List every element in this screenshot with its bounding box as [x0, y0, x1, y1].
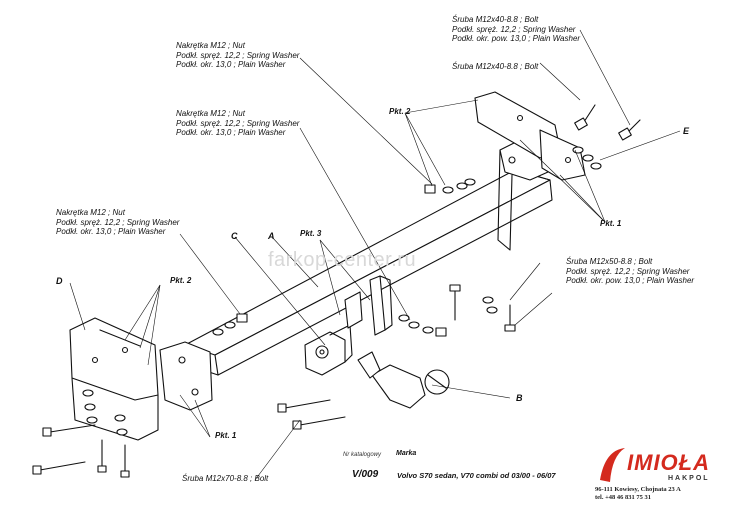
catalog-number-label: Nr katalogowy	[343, 452, 382, 458]
label-line: Śruba M12x40-8.8 ; Bolt	[452, 62, 539, 71]
label-line: Podkł. okr. pow. 13,0 ; Plain Washer	[566, 276, 695, 285]
address-line: tel. +48 46 831 75 31	[595, 493, 652, 501]
bolts-right	[449, 284, 516, 332]
pkt2-left: Pkt. 2	[170, 276, 192, 285]
tow-ball-B	[357, 351, 450, 409]
marka-label: Marka	[396, 450, 417, 457]
label-top-right-bolt: Śruba M12x40-8.8 ; Bolt Podkł. spręż. 12…	[452, 15, 580, 44]
label-left-nut: Nakrętka M12 ; Nut Podkł. spręż. 12,2 ; …	[56, 208, 179, 237]
catalog-code: V/009	[352, 469, 379, 480]
label-line: Podkł. okr. 13,0 ; Plain Washer	[176, 128, 286, 137]
part-letter-A: A	[268, 231, 275, 241]
bolts-top-right	[572, 104, 641, 170]
company-logo-name: IMIOŁA	[627, 450, 710, 475]
pkt3: Pkt. 3	[300, 229, 322, 238]
label-line: Podkł. spręż. 12,2 ; Spring Washer	[566, 266, 690, 276]
label-line: Śruba M12x50-8.8 ; Bolt	[566, 257, 653, 266]
part-letter-E: E	[683, 126, 690, 136]
bolts-left-bracket	[32, 389, 130, 478]
label-right-bolt: Śruba M12x50-8.8 ; Bolt Podkł. spręż. 12…	[566, 257, 694, 286]
nuts-left	[212, 313, 248, 336]
left-end-plate	[159, 341, 213, 411]
left-bracket-D	[69, 317, 159, 441]
address-line: 96-111 Kowiesy, Chojnata 23 A	[595, 486, 681, 493]
company-logo-sub: HAKPOL	[668, 475, 710, 482]
label-line: Podkł. spręż. 12,2 ; Spring Washer	[176, 50, 300, 60]
label-top-nut: Nakrętka M12 ; Nut Podkł. spręż. 12,2 ; …	[176, 41, 299, 70]
socket-plate-C	[304, 324, 353, 376]
bolts-bottom	[277, 399, 346, 430]
label-line: Podkł. spręż. 12,2 ; Spring Washer	[56, 217, 180, 227]
vehicle-model: Volvo S70 sedan, V70 combi od 03/00 - 06…	[397, 471, 556, 480]
pkt2-top: Pkt. 2	[389, 107, 411, 116]
center-brackets	[344, 275, 393, 336]
label-mid-nut: Nakrętka M12 ; Nut Podkł. spręż. 12,2 ; …	[176, 109, 299, 138]
label-line: Podkł. okr. 13,0 ; Plain Washer	[176, 60, 286, 69]
logo-mark	[600, 448, 625, 482]
label-line: Nakrętka M12 ; Nut	[176, 109, 245, 118]
pkt1-right: Pkt. 1	[600, 219, 622, 228]
part-letter-C: C	[231, 231, 238, 241]
label-line: Śruba M12x40-8.8 ; Bolt	[452, 15, 539, 24]
leader-lines	[69, 29, 681, 481]
company-address: 96-111 Kowiesy, Chojnata 23 A tel. +48 4…	[595, 486, 681, 501]
label-bottom-bolt: Śruba M12x70-8.8 ; Bolt	[182, 474, 269, 483]
label-line: Podkł. okr. 13,0 ; Plain Washer	[56, 227, 166, 236]
label-top-right-bolt2: Śruba M12x40-8.8 ; Bolt	[452, 62, 538, 72]
watermark: farkop-center.ru	[268, 249, 417, 271]
crossbar-beam	[184, 169, 553, 376]
part-letter-B: B	[516, 393, 523, 403]
nuts-middle	[398, 314, 447, 337]
label-line: Podkł. okr. pow. 13,0 ; Plain Washer	[452, 34, 581, 43]
label-line: Podkł. spręż. 12,2 ; Spring Washer	[452, 24, 576, 34]
label-line: Nakrętka M12 ; Nut	[176, 41, 245, 50]
part-letter-D: D	[56, 276, 63, 286]
nuts-top-center	[424, 178, 476, 194]
label-line: Nakrętka M12 ; Nut	[56, 208, 125, 217]
label-line: Podkł. spręż. 12,2 ; Spring Washer	[176, 118, 300, 128]
pkt1-bottom: Pkt. 1	[215, 431, 237, 440]
right-bracket-E	[474, 91, 586, 181]
